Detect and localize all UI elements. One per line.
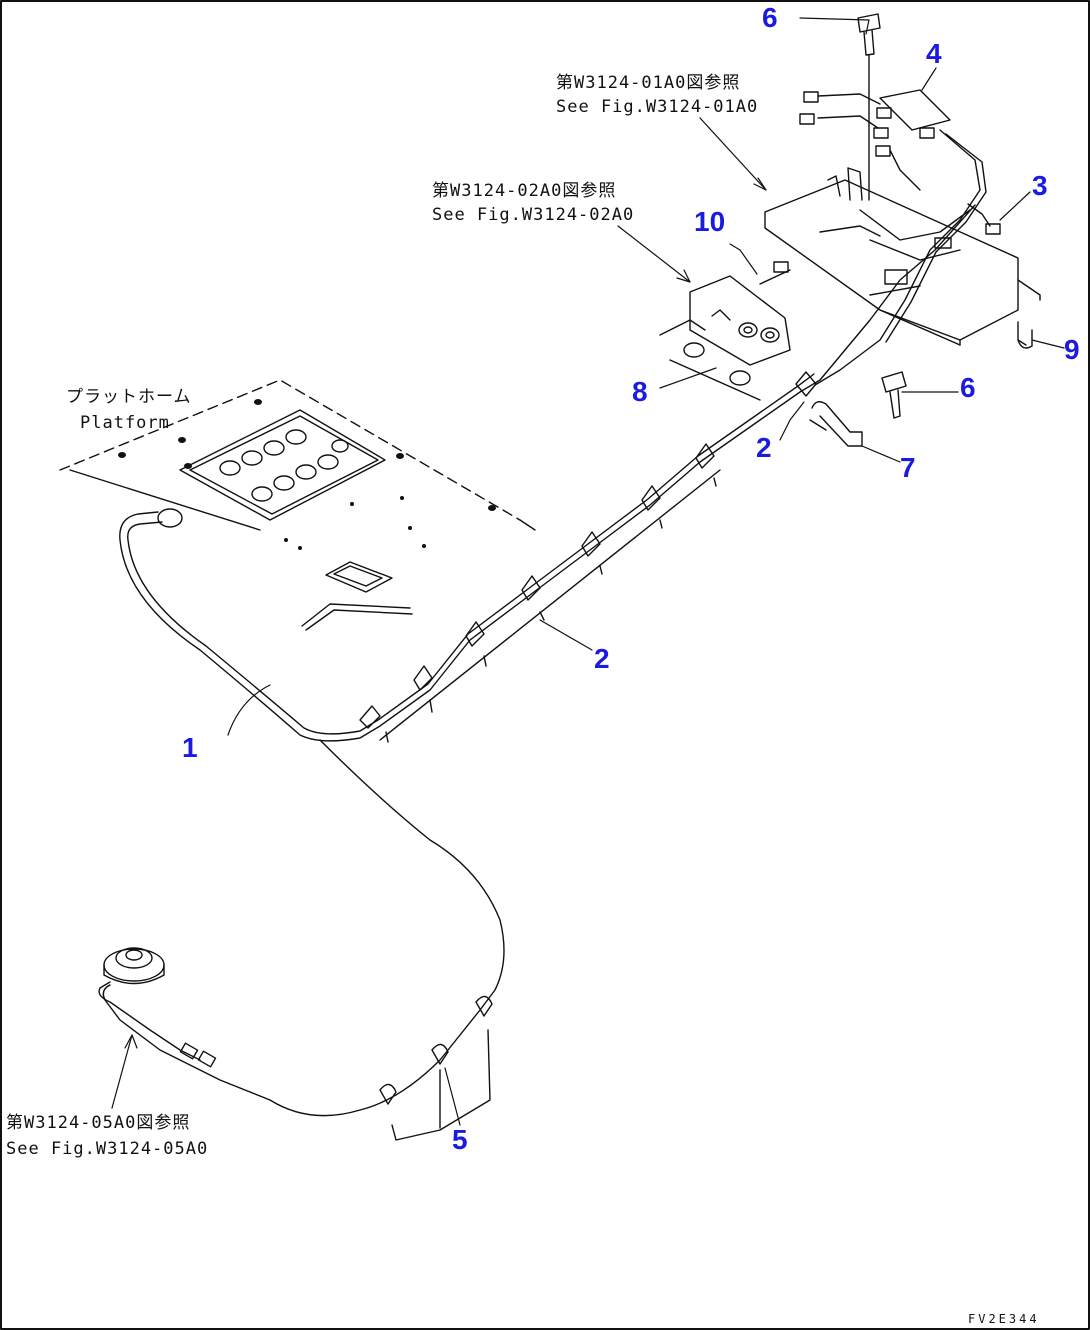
note-platform-en: Platform [80,413,170,433]
note-fig-05a0-jp: 第W3124-05A0図参照 [6,1113,191,1133]
note-platform-jp: プラットホーム [66,387,192,407]
callout-5: 5 [452,1124,468,1155]
clamp-7 [809,401,863,447]
clamp-3 [967,203,1001,235]
callout-4: 4 [926,38,942,69]
callout-7: 7 [900,452,916,483]
connector-block-4 [799,89,987,386]
drawing-code: FV2E344 [968,1312,1040,1326]
bolt-6-right [881,371,907,419]
callout-3: 3 [1032,170,1048,201]
clips-5 [379,995,493,1141]
bracket-plate [764,167,1041,346]
note-fig-02a0-jp: 第W3124-02A0図参照 [432,181,617,201]
callout-9: 9 [1064,334,1080,365]
grille-holes [219,429,349,502]
callout-10: 10 [694,206,726,237]
callout-6-top: 6 [762,2,778,33]
horn [98,947,217,1068]
harness-clips [359,371,817,729]
callout-2-clips: 2 [594,643,610,674]
callout-8: 8 [632,376,648,407]
leader-lines [111,17,1065,1126]
switch-assembly [659,225,881,401]
bolt-6-top [857,13,881,201]
callout-6-right: 6 [960,372,976,403]
note-fig-01a0-en: See Fig.W3124-01A0 [556,97,759,117]
callout-1: 1 [182,732,198,763]
note-fig-05a0-en: See Fig.W3124-05A0 [6,1139,209,1159]
clamp-9 [1017,321,1033,349]
platform-plate [59,379,536,631]
note-fig-02a0-en: See Fig.W3124-02A0 [432,205,635,225]
callout-2-clamp: 2 [756,432,772,463]
note-fig-01a0-jp: 第W3124-01A0図参照 [556,73,741,93]
harness-1 [102,204,976,1117]
